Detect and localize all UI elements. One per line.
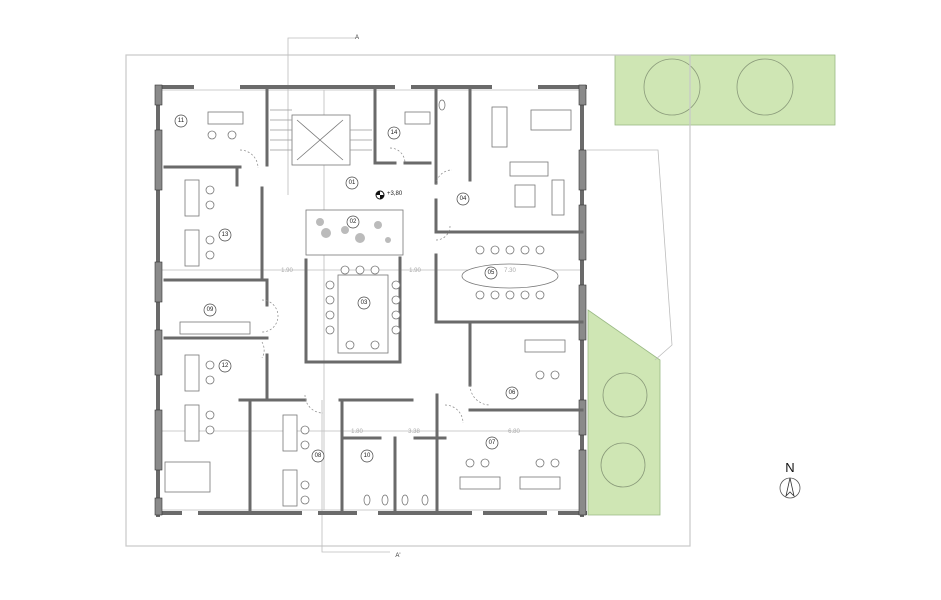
elevation-label: +3,80 <box>387 191 403 197</box>
room-label-06: 06 <box>505 386 519 400</box>
svg-text:13: 13 <box>222 232 229 238</box>
section-line-bottom <box>321 400 390 553</box>
room-label-04: 04 <box>456 192 470 206</box>
dimension-label: 7.30 <box>504 268 516 274</box>
svg-text:09: 09 <box>207 307 214 313</box>
svg-text:05: 05 <box>488 270 495 276</box>
dimension-label: 1.80 <box>351 429 363 435</box>
svg-text:07: 07 <box>489 440 496 446</box>
room-label-03: 03 <box>357 296 371 310</box>
room-label-08: 08 <box>311 449 325 463</box>
room-label-07: 07 <box>485 436 499 450</box>
terrace-outline <box>587 149 673 361</box>
plant-icon <box>316 218 391 243</box>
room-label-14: 14 <box>387 126 401 140</box>
svg-text:14: 14 <box>391 130 398 136</box>
svg-text:08: 08 <box>315 453 322 459</box>
door-swings <box>239 147 491 424</box>
room-label-09: 09 <box>203 303 217 317</box>
section-marker-bottom: A' <box>395 553 400 559</box>
stair-elevator <box>270 109 372 166</box>
room-label-12: 12 <box>218 359 232 373</box>
toilet-icon <box>363 99 446 506</box>
room-label-05: 05 <box>484 266 498 280</box>
dimension-label: 6.80 <box>508 429 520 435</box>
room-label-13: 13 <box>218 228 232 242</box>
interior-walls <box>163 88 584 512</box>
room-label-11: 11 <box>174 114 188 128</box>
svg-text:10: 10 <box>364 453 371 459</box>
dimension-label: 1.90 <box>409 268 421 274</box>
svg-text:11: 11 <box>178 118 185 124</box>
svg-text:04: 04 <box>460 196 467 202</box>
section-marker-top: A <box>355 35 359 41</box>
garden-area-top <box>614 54 836 126</box>
dimension-label: 1.90 <box>281 268 293 274</box>
elevation-marker: +3,80 <box>375 190 403 200</box>
tree-icon <box>600 58 794 488</box>
svg-text:12: 12 <box>222 363 229 369</box>
svg-text:02: 02 <box>350 219 357 225</box>
north-label: N <box>785 460 794 475</box>
svg-text:01: 01 <box>349 180 356 186</box>
furniture <box>164 106 572 507</box>
room-label-10: 10 <box>360 449 374 463</box>
dimension-label: 3.38 <box>408 429 420 435</box>
site-boundary <box>125 54 691 547</box>
section-line-top <box>287 37 355 195</box>
svg-text:03: 03 <box>361 300 368 306</box>
room-label-01: 01 <box>345 176 359 190</box>
svg-text:06: 06 <box>509 390 516 396</box>
room-label-02: 02 <box>346 215 360 229</box>
north-arrow-icon: N <box>779 460 801 499</box>
garden-area-right <box>587 309 661 516</box>
